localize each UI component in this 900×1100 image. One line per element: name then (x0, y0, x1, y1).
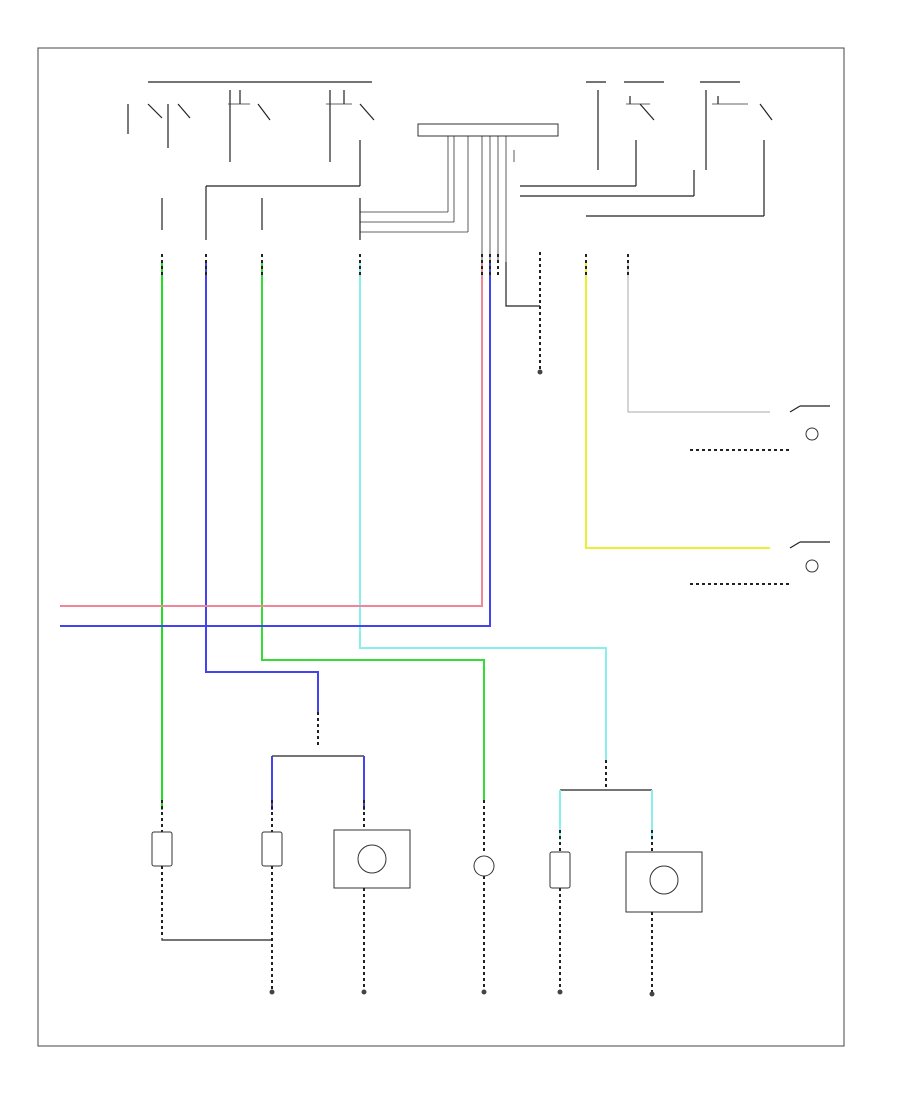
wire-blue (205, 262, 319, 712)
lamp-4 (473, 800, 495, 995)
relay-bus (205, 185, 468, 233)
control-module-box (417, 123, 559, 137)
right-lower-lamp-group (690, 541, 830, 585)
wire-grey-right (627, 262, 770, 413)
lamp-1 (151, 800, 173, 938)
connector-stubs (161, 198, 629, 276)
lamp-5 (549, 830, 571, 995)
lamp-2 (261, 800, 283, 995)
wire-cyan (359, 262, 607, 760)
lamp-link (161, 938, 272, 941)
switch-cluster-right (520, 90, 773, 217)
wire-green-center (261, 262, 485, 800)
switch-cluster-left (127, 90, 375, 186)
wire-yellow (585, 262, 770, 549)
wire-blue-2 (60, 262, 491, 627)
module-ground (505, 252, 543, 375)
right-upper-lamp-icon (805, 427, 819, 441)
module-wires (447, 136, 515, 262)
right-upper-lamp-group (690, 405, 830, 451)
right-lower-lamp-icon (805, 559, 819, 573)
split-left (271, 712, 365, 810)
lamp-6 (625, 830, 703, 997)
lamp-3 (333, 800, 411, 995)
diagram-frame (37, 47, 845, 1047)
split-right (559, 760, 653, 840)
wire-pink (60, 262, 483, 607)
